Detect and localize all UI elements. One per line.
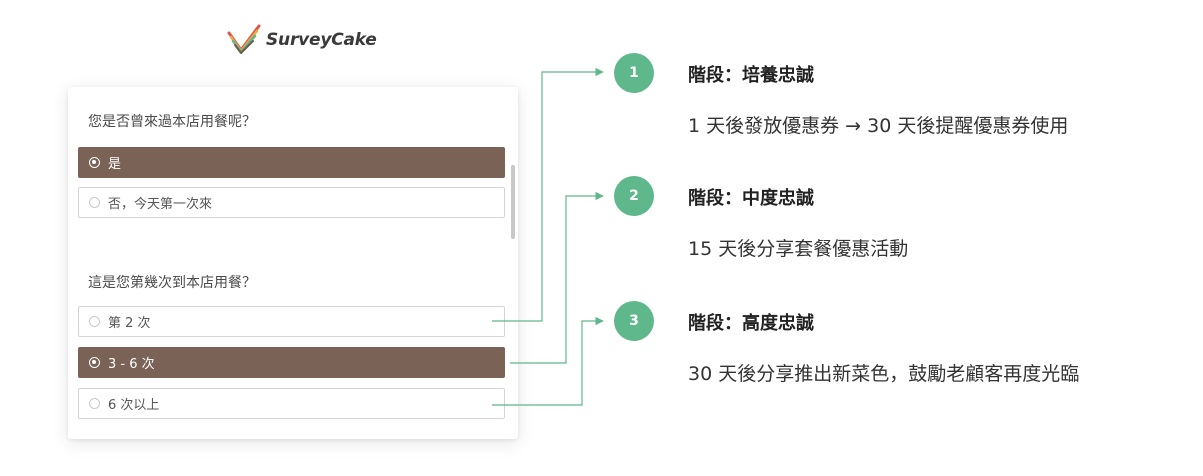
option-label: 是 xyxy=(108,157,122,172)
option-first-visit[interactable]: 否，今天第一次來 xyxy=(78,187,505,218)
stage-description: 1 天後發放優惠券 → 30 天後提醒優惠券使用 xyxy=(688,115,1069,137)
radio-checked-icon xyxy=(89,157,100,168)
option-6-plus-visits[interactable]: 6 次以上 xyxy=(78,388,505,419)
question-1-title: 您是否曾來過本店用餐呢？ xyxy=(88,114,256,130)
surveycake-logo: SurveyCake xyxy=(226,22,377,58)
stage-description: 30 天後分享推出新菜色，鼓勵老顧客再度光臨 xyxy=(688,363,1080,385)
survey-card: 您是否曾來過本店用餐呢？ 是 否，今天第一次來 這是您第幾次到本店用餐？ 第 2… xyxy=(68,87,518,439)
option-2nd-visit[interactable]: 第 2 次 xyxy=(78,306,505,337)
option-yes[interactable]: 是 xyxy=(78,147,505,178)
stage-number-badge: 3 xyxy=(614,301,654,341)
radio-unchecked-icon xyxy=(89,316,100,327)
connector-stage-2 xyxy=(510,191,604,364)
option-3-6-visits[interactable]: 3 - 6 次 xyxy=(78,347,505,378)
surveycake-logo-icon xyxy=(227,24,261,54)
option-label: 第 2 次 xyxy=(108,316,151,331)
connector-stage-3 xyxy=(492,316,604,406)
stage-number-badge: 1 xyxy=(614,53,654,93)
option-label: 6 次以上 xyxy=(108,398,160,413)
connector-stage-1 xyxy=(492,67,604,322)
stage-title: 階段：高度忠誠 xyxy=(688,313,814,334)
stage-number-badge: 2 xyxy=(614,176,654,216)
radio-unchecked-icon xyxy=(89,398,100,409)
stage-description: 15 天後分享套餐優惠活動 xyxy=(688,238,909,260)
stage-title: 階段：中度忠誠 xyxy=(688,188,814,209)
radio-unchecked-icon xyxy=(89,197,100,208)
scrollbar[interactable] xyxy=(511,165,515,239)
question-2-title: 這是您第幾次到本店用餐？ xyxy=(88,275,256,291)
option-label: 3 - 6 次 xyxy=(108,357,155,372)
radio-checked-icon xyxy=(89,357,100,368)
brand-name: SurveyCake xyxy=(266,30,377,50)
option-label: 否，今天第一次來 xyxy=(108,197,213,212)
stage-title: 階段：培養忠誠 xyxy=(688,65,814,86)
